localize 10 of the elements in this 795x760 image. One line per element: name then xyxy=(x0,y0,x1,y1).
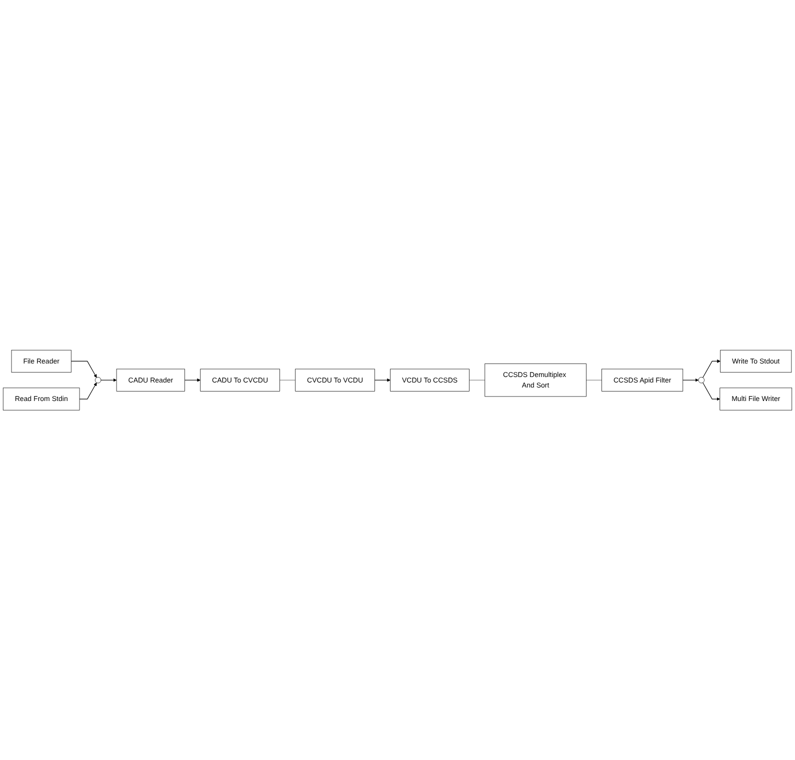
node-circle xyxy=(698,376,704,384)
arrow xyxy=(70,360,97,378)
arrow xyxy=(682,378,699,382)
arrow xyxy=(184,378,201,382)
arrow xyxy=(79,382,97,400)
arrow xyxy=(374,378,390,382)
arrow xyxy=(100,378,117,382)
node-circle xyxy=(94,376,102,384)
arrow xyxy=(702,359,720,378)
arrow xyxy=(702,382,720,401)
